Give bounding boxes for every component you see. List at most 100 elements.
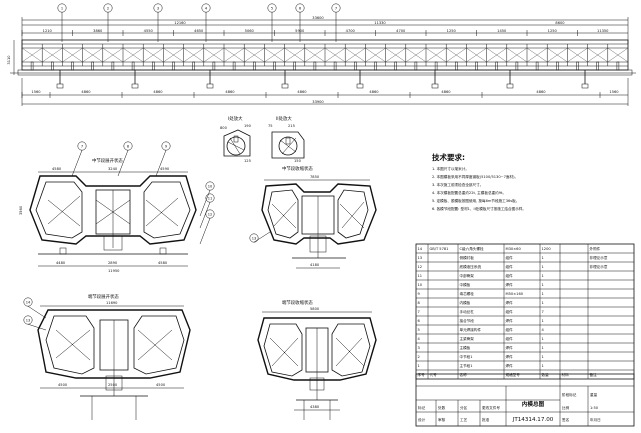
table-cell: 1 <box>418 364 420 368</box>
mid-open-top-dim-3: 4590 <box>160 167 170 171</box>
elev-callout-1: 1 <box>57 3 67 42</box>
tb-label-count: 处数 <box>438 405 446 410</box>
mid-open-bottom-total: 11950 <box>108 269 120 273</box>
elev-left-height: 3110 <box>7 55 11 65</box>
end-open-callout-14: 14 <box>23 297 47 319</box>
table-cell: M50×160 <box>506 292 524 296</box>
table-cell: 主模板 <box>460 345 471 350</box>
title-block: 内模总图 JT14314.17.00 标记 处数 分区 更改文件号 设计 审核 … <box>415 373 635 427</box>
svg-text:11: 11 <box>208 197 213 201</box>
drawing-number: JT14314.17.00 <box>512 417 554 423</box>
end-open-bottom-dim-2: 2500 <box>108 383 118 387</box>
elev-bottom-dim-5: 4860 <box>297 90 307 94</box>
elev-bottom-total: 33900 <box>312 100 324 104</box>
elev-bottom-dim-8: 4860 <box>536 90 546 94</box>
svg-text:13: 13 <box>252 237 257 241</box>
elev-upper-dim-4: 4650 <box>194 29 204 33</box>
table-cell: 1 <box>542 292 544 296</box>
table-row: 9 填芯螺栓 M50×160 1 <box>418 291 544 296</box>
table-cell: 填芯螺栓 <box>460 291 475 296</box>
detail-left-dim-3: 125 <box>244 159 251 163</box>
table-cell: 中模板 <box>460 282 471 287</box>
mid-open-top-dim-1: 4580 <box>52 167 62 171</box>
elev-upper-dim-8: 4700 <box>396 29 406 33</box>
tb-label-date: 年月日 <box>590 417 601 422</box>
tb-label-zone: 分区 <box>460 405 468 410</box>
table-cell: 组件 <box>506 336 514 341</box>
elev-bottom-dim-2: 4860 <box>81 90 91 94</box>
elev-callout-2: 2 <box>103 3 113 42</box>
svg-text:8: 8 <box>127 145 130 149</box>
mid-closed-top-dim: 7850 <box>310 175 320 179</box>
table-cell: 组件 <box>506 309 514 314</box>
end-closed-top-dim: 5800 <box>310 307 320 311</box>
elev-callout-5: 5 <box>267 3 277 42</box>
table-cell: 1200 <box>542 247 552 251</box>
mid-open-bottom-dim-3: 4580 <box>158 261 168 265</box>
elev-bottom-dim-4: 4860 <box>225 90 235 94</box>
table-cell: 侧模衬板 <box>460 255 475 260</box>
mid-open-callout-9: 9 <box>155 141 171 177</box>
elev-top-dim-3: 8600 <box>555 21 565 25</box>
table-header-cell: 数量 <box>542 372 550 377</box>
tech-notes: 技术要求: 1. 本图尺寸以毫米计。 2. 本图模板采用不同厚度钢板(5100/… <box>432 152 526 211</box>
end-open-bottom-dim-3: 4500 <box>156 383 166 387</box>
elev-upper-dim-9: 1250 <box>447 29 457 33</box>
table-cell: 5 <box>418 328 420 332</box>
table-cell: 13 <box>418 256 423 260</box>
table-cell: 8 <box>418 301 421 305</box>
table-cell: 焊件 <box>506 354 514 359</box>
mid-closed-callout-13: 13 <box>249 231 271 243</box>
tb-label-sign: 签名 <box>562 417 570 422</box>
detail-right-dim-3: 150 <box>294 159 302 163</box>
svg-text:13: 13 <box>26 319 31 323</box>
elev-bottom-dim-6: 4860 <box>369 90 379 94</box>
elev-bottom-dim-9: 1560 <box>609 90 619 94</box>
mid-open-title: 中节段展开状态 <box>92 157 123 164</box>
elev-upper-dim-5: 5060 <box>245 29 255 33</box>
table-cell: 焊件 <box>506 318 514 323</box>
elev-callout-7: 7 <box>331 3 341 42</box>
detail-right-dim-1: 75 <box>268 124 273 128</box>
table-cell: 组件 <box>506 273 514 278</box>
note-4: 4. 本次模板配置总重约22t, 主模板总重约9t。 <box>432 190 506 195</box>
table-cell: 主梁骨架 <box>460 336 475 341</box>
table-cell: 4 <box>542 328 545 332</box>
tb-scale-value: 1:50 <box>590 406 599 410</box>
detail-right-title: II处放大 <box>276 115 292 122</box>
table-cell: 1 <box>542 319 544 323</box>
mid-open-callout-12: 12 <box>199 209 215 245</box>
table-cell: 2 <box>418 355 420 359</box>
table-cell: 1 <box>542 274 544 278</box>
svg-text:14: 14 <box>26 301 31 305</box>
table-cell: 12 <box>418 265 423 269</box>
table-cell: 1 <box>542 364 544 368</box>
table-cell: 焊件 <box>506 300 514 305</box>
mid-open-top-dim-2: 3240 <box>108 167 118 171</box>
table-cell: 1 <box>542 256 544 260</box>
detail-right-dim-2: 215 <box>288 124 295 128</box>
table-cell: 11 <box>418 274 423 278</box>
tb-label-approve: 批准 <box>482 417 490 422</box>
table-cell: 1 <box>542 265 544 269</box>
elev-top-dim-1: 12160 <box>174 21 186 25</box>
table-cell: 非理论示意 <box>590 264 608 269</box>
table-cell: 1 <box>542 355 544 359</box>
table-cell: 内模板 <box>460 300 471 305</box>
view-mid-closed: 中节段收缩状态 7850 4180 13 <box>249 165 377 269</box>
tb-label-design: 设计 <box>418 417 426 422</box>
tb-label-change: 更改文件号 <box>482 405 500 410</box>
table-cell: 9 <box>418 292 421 296</box>
table-header-cell: 名称 <box>460 372 468 377</box>
end-closed-bottom-dim: 4380 <box>310 405 320 409</box>
note-3: 3. 本次施工前须检查全部尺寸。 <box>432 182 483 187</box>
table-header-cell: 序号 <box>418 372 426 377</box>
